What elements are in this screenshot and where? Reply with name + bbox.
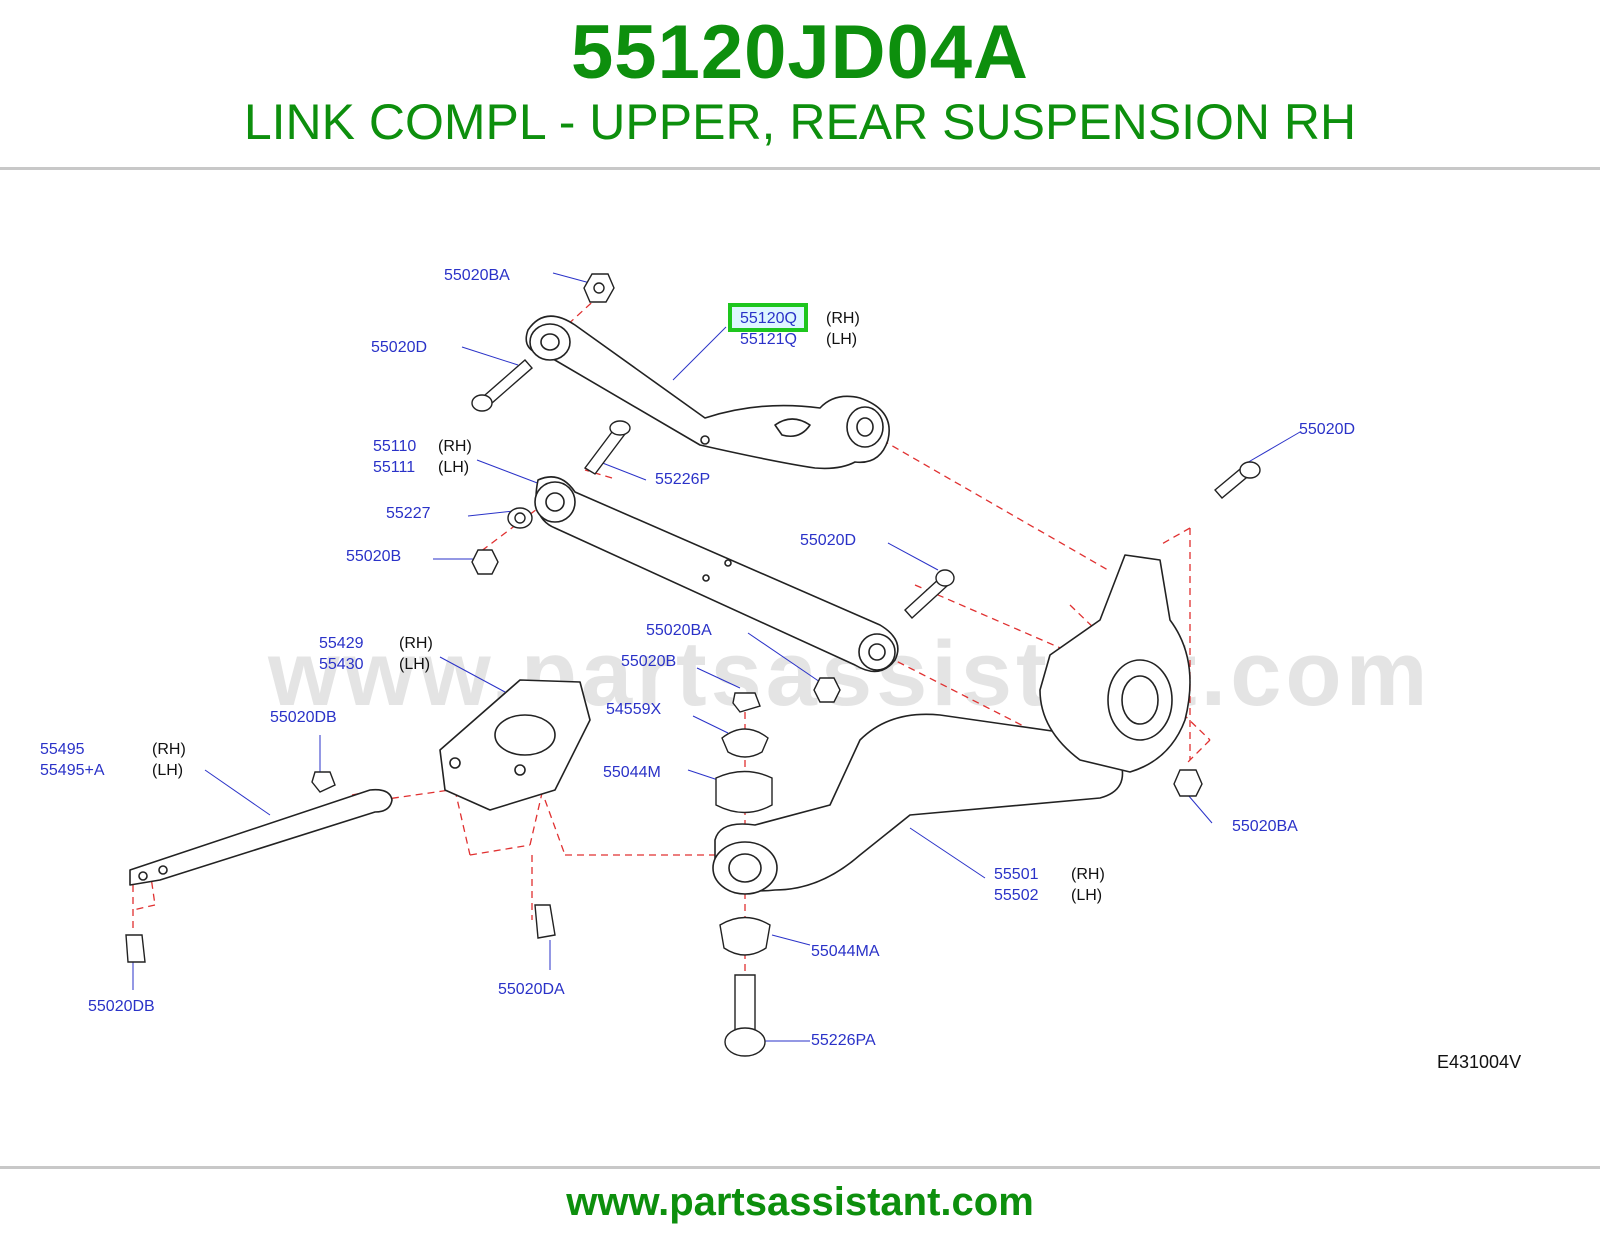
- lower-arm-and-knuckle-drawing: [712, 554, 1191, 895]
- callout-55430-side: (LH): [399, 656, 431, 673]
- callout-55020b[interactable]: 55020B: [346, 548, 402, 565]
- page-header: 55120JD04A LINK COMPL - UPPER, REAR SUSP…: [0, 0, 1600, 168]
- footer-website-link[interactable]: www.partsassistant.com: [566, 1180, 1034, 1224]
- part-description-title: LINK COMPL - UPPER, REAR SUSPENSION RH: [243, 94, 1357, 150]
- callout-55501-side: (RH): [1071, 866, 1105, 883]
- lower-link-drawing: [534, 476, 899, 673]
- diagram-code: E431004V: [1437, 1052, 1522, 1072]
- callout-55020ba-right[interactable]: 55020BA: [1232, 818, 1298, 835]
- callout-55495a-side: (LH): [152, 762, 184, 779]
- callout-55020db[interactable]: 55020DB: [270, 709, 337, 726]
- callout-55110-side: (RH): [438, 438, 472, 455]
- callout-55111-side: (LH): [438, 459, 470, 476]
- callout-55502[interactable]: 55502: [994, 887, 1039, 904]
- part-number-title: 55120JD04A: [571, 10, 1029, 95]
- callout-55020d-right[interactable]: 55020D: [1299, 421, 1356, 438]
- callout-55121q[interactable]: 55121Q: [740, 331, 797, 348]
- callout-55429-side: (RH): [399, 635, 433, 652]
- header-divider: [0, 167, 1600, 170]
- callout-55020b-center[interactable]: 55020B: [621, 653, 677, 670]
- callout-55429[interactable]: 55429: [319, 635, 364, 652]
- callout-55020d[interactable]: 55020D: [371, 339, 428, 356]
- callout-55110[interactable]: 55110: [373, 438, 417, 455]
- callout-55495-side: (RH): [152, 741, 186, 758]
- callout-55044m[interactable]: 55044M: [603, 764, 661, 781]
- callout-leader-lines: [132, 272, 1301, 1042]
- callout-55020db-bottom[interactable]: 55020DB: [88, 998, 155, 1015]
- callout-55020da[interactable]: 55020DA: [498, 981, 565, 998]
- callout-54559x[interactable]: 54559X: [606, 701, 662, 718]
- callout-55044ma[interactable]: 55044MA: [811, 943, 880, 960]
- bolts-and-nuts-drawing: [125, 273, 1261, 963]
- callout-55495[interactable]: 55495: [40, 741, 85, 758]
- callout-55121q-side: (LH): [826, 331, 858, 348]
- callout-55120q-side: (RH): [826, 310, 860, 327]
- callout-55020ba[interactable]: 55020BA: [444, 267, 510, 284]
- upper-link-drawing: [525, 315, 890, 470]
- selected-part-highlight: [728, 303, 808, 332]
- bracket-and-rod-drawing: [129, 679, 591, 886]
- callout-55502-side: (LH): [1071, 887, 1103, 904]
- footer-divider: [0, 1166, 1600, 1169]
- callout-55020d-lower[interactable]: 55020D: [800, 532, 857, 549]
- callout-55020ba-center[interactable]: 55020BA: [646, 622, 712, 639]
- bushings-drawing: [715, 728, 773, 1057]
- callout-55111[interactable]: 55111: [373, 459, 416, 476]
- callout-55501[interactable]: 55501: [994, 866, 1039, 883]
- callout-55226p[interactable]: 55226P: [655, 471, 711, 488]
- callout-55120q[interactable]: 55120Q: [740, 310, 797, 327]
- callout-55430[interactable]: 55430: [319, 656, 364, 673]
- callout-55227[interactable]: 55227: [386, 505, 431, 522]
- callout-55495a[interactable]: 55495+A: [40, 762, 105, 779]
- callout-55226pa[interactable]: 55226PA: [811, 1032, 876, 1049]
